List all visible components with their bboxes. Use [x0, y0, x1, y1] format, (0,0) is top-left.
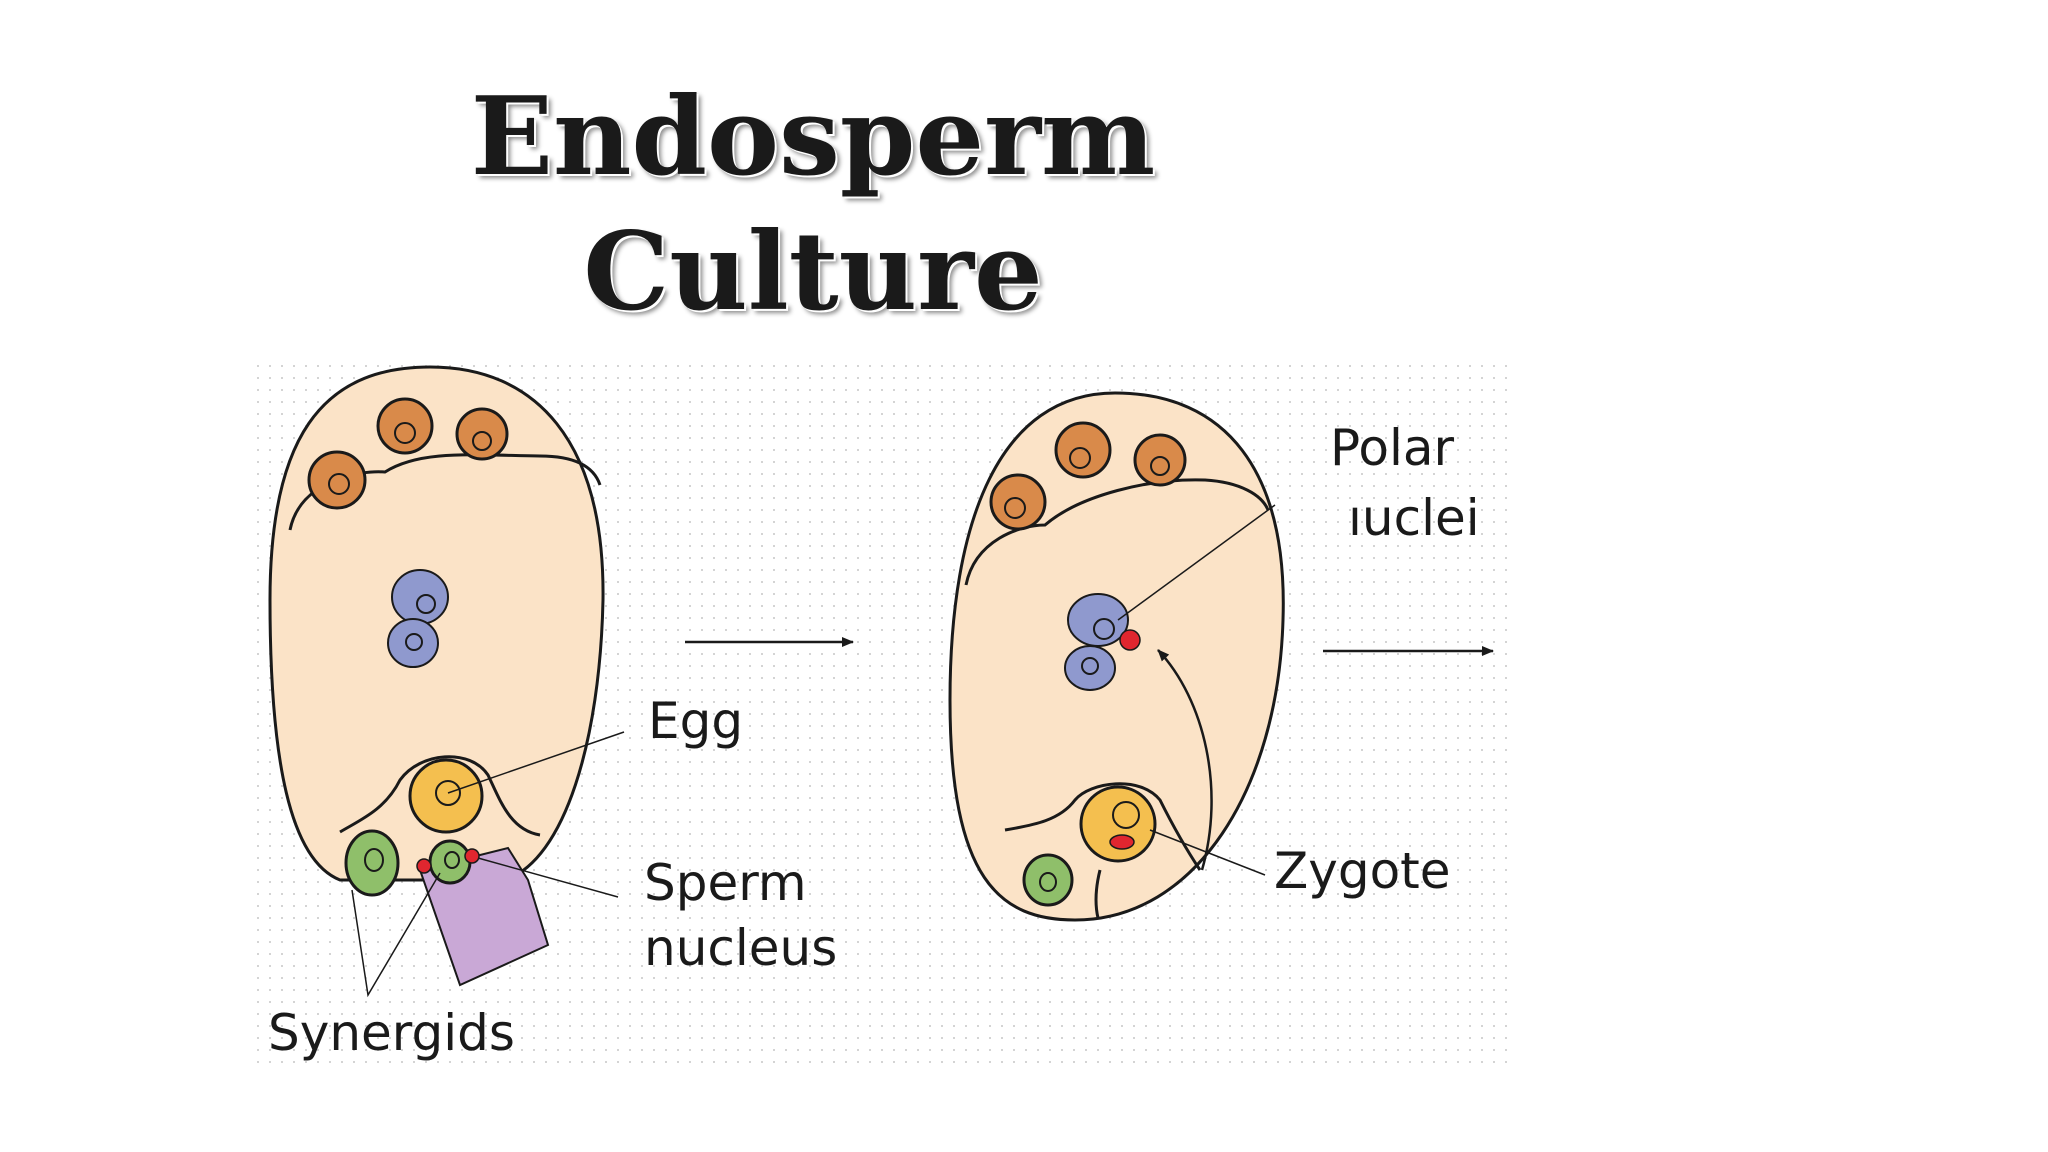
sperm-leader-line [477, 857, 619, 898]
antipodal-membrane [964, 478, 1270, 586]
sperm-nucleus [464, 848, 480, 864]
synergid-cell [1022, 853, 1074, 907]
sperm-label: nucleus [644, 919, 837, 977]
egg-apparatus-membrane [339, 755, 541, 837]
antipodal-cell [1133, 433, 1187, 487]
polar-nucleus [391, 569, 449, 625]
polar-label: ıuclei [1348, 489, 1480, 547]
egg-cell [408, 758, 484, 834]
antipodal-cell [455, 407, 509, 461]
polar-nucleus [387, 618, 439, 668]
polar-nucleus [1067, 593, 1129, 647]
title-line-1: Endosperm [470, 74, 1156, 200]
antipodal-cell [989, 473, 1047, 531]
polar-leader-line [1117, 504, 1276, 621]
egg-apparatus-membrane [1004, 782, 1202, 871]
zygote-cell [1079, 785, 1157, 863]
sperm-nucleus [1119, 629, 1141, 651]
embryo-sac-before [268, 365, 605, 987]
sperm-migration-arrow [1157, 649, 1213, 871]
egg-label: Egg [648, 692, 743, 750]
synergid-cell [428, 839, 472, 885]
polar-label: Polar [1330, 419, 1454, 477]
sperm-nucleus [416, 858, 432, 874]
zygote-label: Zygote [1274, 842, 1451, 900]
synergids-label: Synergids [268, 1004, 515, 1062]
zygote-leader-line [1149, 829, 1266, 876]
antipodal-cell [376, 397, 434, 455]
synergids-leader-line [351, 872, 441, 998]
synergid-membrane [1094, 869, 1102, 919]
title-line-2: Culture [583, 209, 1043, 335]
embryo-sac-after [948, 391, 1285, 922]
sperm-label: Sperm [644, 854, 807, 912]
egg-leader-line [447, 731, 625, 794]
antipodal-cell [307, 450, 367, 510]
synergid-cell [344, 829, 400, 897]
slide-title: Endosperm Culture [408, 70, 1218, 340]
antipodal-cell [1054, 421, 1112, 479]
polar-nucleus [1064, 645, 1116, 691]
